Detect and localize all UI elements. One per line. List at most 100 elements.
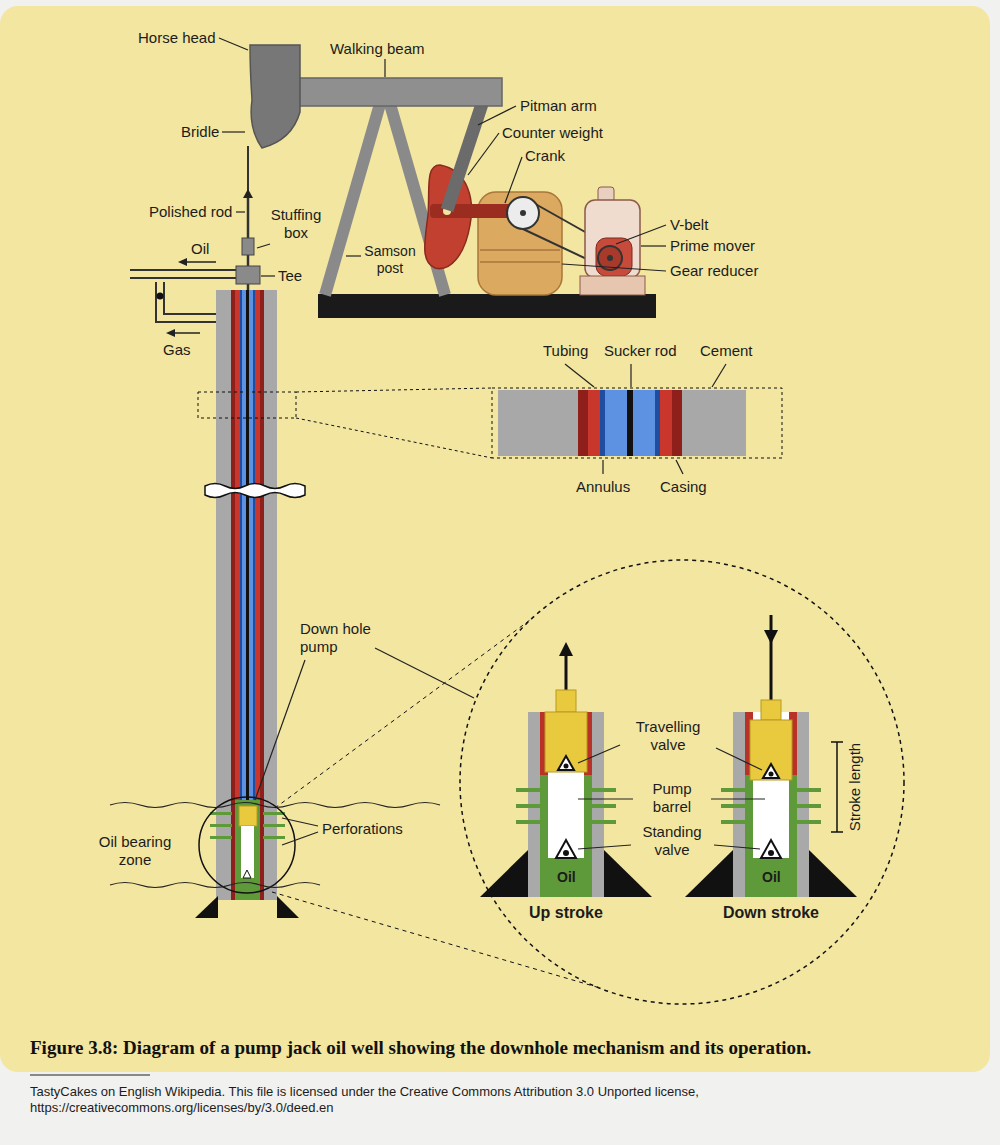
well-bore (260, 290, 264, 900)
pump-jack (447, 104, 482, 210)
part-label: Tee (278, 267, 302, 285)
pump-jack (596, 238, 632, 276)
part-label: Perforations (322, 820, 403, 838)
leader-line (565, 364, 594, 387)
pump-body (797, 804, 821, 808)
plunger-up (565, 654, 568, 692)
pump-body (548, 858, 584, 897)
part-label: Oil (557, 869, 576, 886)
part-label: Oil bearing zone (89, 833, 181, 869)
pump-body (604, 850, 652, 897)
plunger-up (556, 690, 576, 712)
zoom-detail (296, 388, 492, 392)
leader-line (30, 1074, 150, 1075)
leader-line (255, 660, 305, 800)
leader-line (282, 818, 318, 826)
plunger-down (769, 772, 774, 777)
leader-line (375, 648, 474, 698)
plunger-down (761, 700, 781, 720)
part-label: Cement (700, 342, 753, 360)
pump-jack (607, 255, 613, 261)
pump-body (753, 858, 789, 897)
part-label: Polished rod (149, 203, 232, 221)
pump-jack (325, 104, 380, 295)
plunger-up (564, 764, 569, 769)
leader-line (578, 798, 633, 799)
part-label: Standing valve (632, 823, 712, 859)
zoom-detail (498, 390, 578, 456)
part-label: Samson post (355, 243, 425, 277)
stroke-bracket (831, 742, 843, 832)
pump-body (540, 775, 548, 897)
well-bore (210, 824, 232, 827)
well-bore (210, 812, 232, 815)
part-label: Stroke length (846, 743, 864, 831)
well-bore (235, 800, 260, 900)
pump-body (809, 850, 857, 897)
part-label: Pitman arm (520, 97, 597, 115)
leader-line (578, 845, 631, 849)
well-bore (110, 803, 440, 808)
plunger-up (558, 756, 574, 770)
zoom-detail (682, 390, 746, 456)
pump-body (761, 840, 781, 858)
zoom-detail (660, 390, 672, 456)
well-bore (195, 896, 218, 918)
pump-body (685, 712, 857, 897)
leader-line (630, 364, 631, 387)
part-label: Up stroke (529, 903, 603, 923)
pump-jack (520, 210, 526, 216)
stroke-bracket (831, 741, 843, 743)
surface-piping (236, 266, 260, 284)
well-bore (263, 824, 285, 827)
leader-line (602, 460, 603, 474)
plunger-down (763, 764, 779, 778)
plunger-down (764, 630, 778, 644)
pump-jack (480, 249, 560, 251)
surface-piping (130, 270, 238, 278)
part-label: Gas (163, 341, 191, 359)
surface-piping (174, 332, 200, 334)
zoom-detail (627, 390, 633, 456)
well-bore (210, 836, 232, 839)
surface-piping (166, 329, 175, 337)
zoom-detail (198, 388, 782, 458)
stroke-bracket (836, 742, 838, 832)
leader-line (616, 225, 666, 244)
leader-line (261, 275, 275, 276)
leader-line (505, 157, 522, 203)
part-label: Bridle (181, 123, 219, 141)
pump-body (797, 788, 821, 792)
part-label: Crank (525, 147, 565, 165)
well-bore (199, 797, 295, 893)
figure-caption: Figure 3.8: Diagram of a pump jack oil w… (30, 1036, 980, 1059)
leader-line (714, 845, 760, 849)
part-label: Counter weight (502, 124, 603, 142)
leader-line (30, 38, 765, 1075)
leader-line (236, 211, 245, 212)
leader-line (578, 745, 620, 763)
part-label: V-belt (670, 216, 708, 234)
leader-line (676, 460, 683, 474)
pump-body (789, 775, 797, 897)
well-bore (110, 290, 440, 918)
zoom-detail (492, 388, 782, 458)
zoom-detail (588, 390, 600, 456)
well-bore (243, 870, 251, 878)
well-bore (239, 806, 257, 826)
part-label: Travelling valve (625, 718, 711, 754)
pump-body (768, 850, 774, 856)
well-bore (110, 883, 320, 888)
pump-body (721, 788, 745, 792)
pump-jack (318, 294, 656, 318)
pump-body (721, 820, 745, 824)
leader-line (478, 106, 516, 125)
leader-line (384, 59, 385, 77)
zoom-detail (198, 392, 296, 418)
pump-body (797, 820, 821, 824)
part-label: Pump barrel (637, 780, 707, 816)
leader-line (711, 798, 765, 799)
zoom-detail (633, 390, 655, 456)
pump-detail (460, 560, 904, 1004)
